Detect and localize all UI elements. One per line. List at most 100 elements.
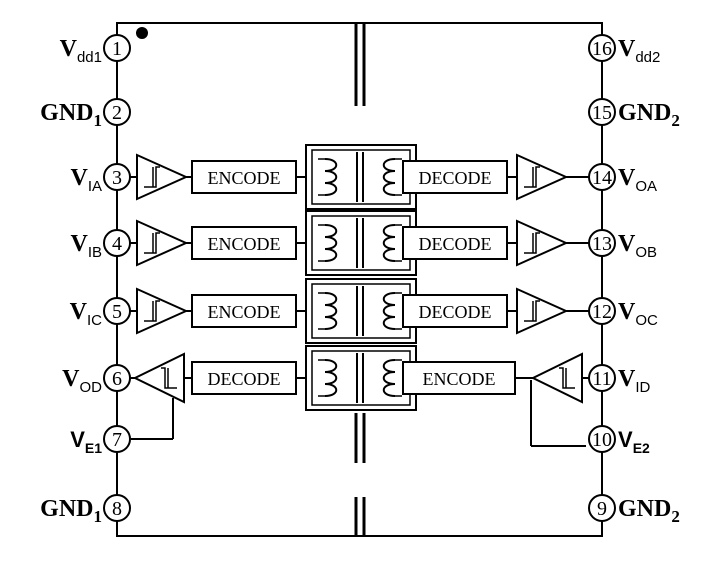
pin-8-label-main: GND bbox=[40, 496, 93, 522]
channel-3-transformer bbox=[305, 278, 417, 344]
channel-2-left-block-label: ENCODE bbox=[208, 234, 281, 254]
channel-1-left-block: ENCODE bbox=[191, 160, 297, 194]
pin-12: 12 VOC bbox=[588, 297, 658, 329]
pin-7-label: VE1 bbox=[70, 427, 102, 456]
pin-2-label-sub: 1 bbox=[94, 111, 103, 130]
pin-10-circle bbox=[588, 425, 616, 453]
pin-16: 16 Vdd2 bbox=[588, 34, 660, 66]
channel-1-input-buffer bbox=[136, 153, 189, 201]
pin-12-number: 12 bbox=[592, 301, 612, 323]
chip-outline bbox=[116, 22, 603, 537]
pin-5-number: 5 bbox=[112, 301, 122, 323]
enable-wiring bbox=[131, 380, 586, 447]
pin-13-label: VOB bbox=[618, 231, 657, 261]
pin-1-number: 1 bbox=[112, 38, 122, 60]
pin-1-label-sub: dd1 bbox=[77, 49, 102, 66]
pin-2: 2 GND1 bbox=[40, 98, 131, 130]
pin-7-label-main: V bbox=[70, 427, 85, 452]
channel-4-right-block: ENCODE bbox=[402, 361, 516, 395]
pin-1-marker-dot bbox=[136, 27, 148, 39]
pin-15-number: 15 bbox=[592, 102, 612, 124]
pin-1: 1 Vdd1 bbox=[60, 34, 131, 66]
pin-6-label-sub: OD bbox=[80, 379, 103, 396]
pin-5-label-main: V bbox=[70, 299, 88, 325]
pin-15: 15 GND2 bbox=[588, 98, 680, 130]
pin-3-number: 3 bbox=[112, 167, 122, 189]
pin-13-label-main: V bbox=[618, 231, 636, 257]
pin-10-label-sub: E2 bbox=[633, 440, 650, 456]
pin-16-label: Vdd2 bbox=[618, 36, 660, 66]
channel-1-output-buffer bbox=[516, 153, 569, 201]
channel-3-right-block-label: DECODE bbox=[419, 302, 492, 322]
channel-1-transformer bbox=[305, 144, 417, 210]
pin-1-label-main: V bbox=[60, 36, 78, 62]
pin-10-label-main: V bbox=[618, 427, 633, 452]
pin-14-label: VOA bbox=[618, 165, 657, 195]
channel-2-output-buffer bbox=[516, 219, 569, 267]
pin-14-label-main: V bbox=[618, 165, 636, 191]
channel-2: ENCODE DECODE bbox=[130, 210, 589, 276]
channel-1-right-block-label: DECODE bbox=[419, 168, 492, 188]
pin-3-label-main: V bbox=[70, 165, 88, 191]
pin-6-label: VOD bbox=[62, 366, 102, 396]
pin-16-circle bbox=[588, 34, 616, 62]
channel-1: ENCODE DECODE bbox=[130, 144, 589, 210]
pin-9-circle bbox=[588, 494, 616, 522]
pin-9-label: GND2 bbox=[618, 496, 680, 526]
pin-15-label-sub: 2 bbox=[671, 111, 680, 130]
channel-2-right-block-label: DECODE bbox=[419, 234, 492, 254]
pin-3: 3 VIA bbox=[70, 163, 131, 195]
pin-4-label: VIB bbox=[70, 231, 102, 261]
pin-16-label-main: V bbox=[618, 36, 636, 62]
pin-6-label-main: V bbox=[62, 366, 80, 392]
pin-2-number: 2 bbox=[112, 102, 122, 124]
pin-9: 9 GND2 bbox=[588, 494, 680, 526]
pin-10-label: VE2 bbox=[618, 427, 650, 456]
pin-8: 8 GND1 bbox=[40, 494, 131, 526]
pin-16-number: 16 bbox=[592, 38, 612, 60]
pin-9-label-sub: 2 bbox=[671, 507, 680, 526]
channel-4-input-buffer bbox=[530, 352, 583, 404]
pin-9-number: 9 bbox=[597, 498, 607, 520]
pin-15-label: GND2 bbox=[618, 100, 680, 130]
pin-1-label: Vdd1 bbox=[60, 36, 102, 66]
pin-11: 11 VID bbox=[588, 364, 651, 396]
channel-4-right-block-label: ENCODE bbox=[423, 369, 496, 389]
channel-3-output-buffer bbox=[516, 287, 569, 335]
pin-11-label: VID bbox=[618, 366, 651, 396]
pin-8-circle bbox=[103, 494, 131, 522]
pin-3-label: VIA bbox=[70, 165, 102, 195]
pin-8-number: 8 bbox=[112, 498, 122, 520]
pin-12-label-main: V bbox=[618, 299, 636, 325]
pin-8-label: GND1 bbox=[40, 496, 102, 526]
pin-9-label-main: GND bbox=[618, 496, 671, 522]
pin-2-label: GND1 bbox=[40, 100, 102, 130]
isolation-barrier bbox=[354, 23, 366, 536]
pin-3-label-sub: IA bbox=[88, 178, 102, 195]
pin-12-label: VOC bbox=[618, 299, 658, 329]
channel-2-transformer bbox=[305, 210, 417, 276]
pin-16-label-sub: dd2 bbox=[635, 49, 660, 66]
pin-11-label-main: V bbox=[618, 366, 636, 392]
channel-2-left-block: ENCODE bbox=[191, 226, 297, 260]
pin-12-label-sub: OC bbox=[635, 312, 658, 329]
pin-7-circle bbox=[103, 425, 131, 453]
pin-7: 7 VE1 bbox=[70, 425, 131, 456]
pin-11-number: 11 bbox=[592, 368, 611, 390]
pin-7-number: 7 bbox=[112, 429, 122, 451]
pin-13: 13 VOB bbox=[588, 229, 657, 261]
channel-2-right-block: DECODE bbox=[402, 226, 508, 260]
channel-3-left-block-label: ENCODE bbox=[208, 302, 281, 322]
channel-4-output-buffer bbox=[132, 352, 185, 404]
pin-2-label-main: GND bbox=[40, 100, 93, 126]
pin-13-number: 13 bbox=[592, 233, 612, 255]
channel-1-left-block-label: ENCODE bbox=[208, 168, 281, 188]
